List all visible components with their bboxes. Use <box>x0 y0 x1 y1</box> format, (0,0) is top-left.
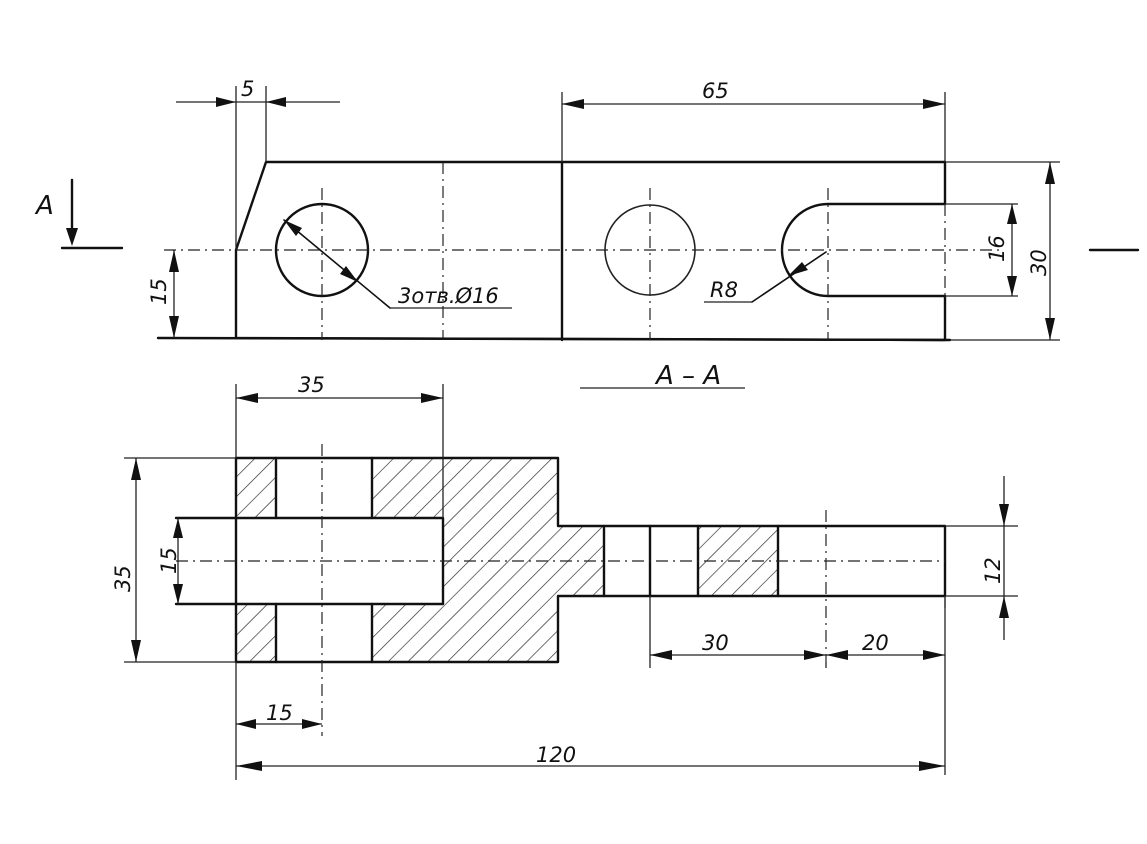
svg-text:30: 30 <box>1027 249 1051 276</box>
dim-total-height-section: 35 <box>111 457 236 663</box>
svg-text:20: 20 <box>862 631 889 655</box>
top-view-outline <box>234 160 947 342</box>
dim-end-offset: 20 <box>826 596 946 775</box>
dim-slot-width: 16 <box>945 203 1018 297</box>
svg-text:R8: R8 <box>710 278 738 302</box>
section-arrow-head <box>66 228 78 246</box>
dim-chamfer-width: 5 <box>176 77 340 250</box>
hole-callout: 3отв.Ø16 <box>283 219 512 309</box>
dim-slot-length: 65 <box>561 79 946 162</box>
svg-text:16: 16 <box>985 235 1009 262</box>
dim-left-height: 15 <box>147 250 179 338</box>
hatch-main-body <box>372 458 604 662</box>
hatch-fork-upper-left <box>236 458 276 518</box>
svg-text:35: 35 <box>111 565 135 592</box>
dim-hole-offset: 15 <box>235 662 322 780</box>
top-view: A 5 65 15 <box>34 77 1140 342</box>
svg-text:65: 65 <box>702 79 729 103</box>
svg-text:15: 15 <box>147 278 171 305</box>
radius-callout: R8 <box>704 251 827 303</box>
hatch-fork-lower-left <box>236 604 276 662</box>
dim-arm-thickness: 12 <box>945 476 1018 640</box>
svg-text:12: 12 <box>981 557 1005 584</box>
dim-total-height-top: 30 <box>945 161 1060 341</box>
svg-text:35: 35 <box>298 373 325 397</box>
dim-fork-length: 35 <box>235 373 444 518</box>
top-view-bottom-edge <box>156 336 952 342</box>
view-marker-label: A <box>34 191 54 221</box>
svg-text:30: 30 <box>702 631 729 655</box>
dim-fork-gap: 15 <box>157 518 183 604</box>
dim-hole-pitch: 30 <box>649 596 945 668</box>
section-title: A – A <box>654 361 721 391</box>
svg-text:5: 5 <box>241 77 254 101</box>
svg-text:120: 120 <box>536 743 576 767</box>
section-view: A – A 35 <box>111 361 1018 780</box>
dim-overall-length: 120 <box>236 743 945 771</box>
svg-text:15: 15 <box>266 701 293 725</box>
svg-text:15: 15 <box>157 547 181 574</box>
svg-text:3отв.Ø16: 3отв.Ø16 <box>398 284 499 308</box>
